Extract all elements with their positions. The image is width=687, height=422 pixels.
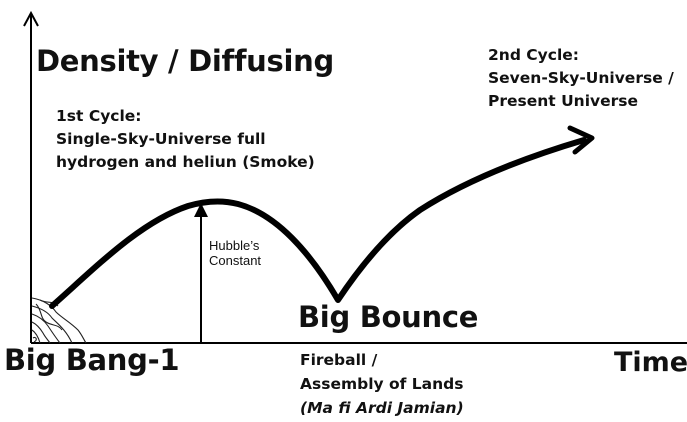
curve-arrowhead xyxy=(567,125,595,155)
second-cycle-line2: Present Universe xyxy=(488,92,639,110)
y-axis-arrowhead xyxy=(23,10,39,27)
hubble-constant-label: Hubble’s Constant xyxy=(209,238,261,268)
fireball-line1: Fireball / xyxy=(300,351,378,369)
second-cycle-annotation: 2nd Cycle: Seven-Sky-Universe / Present … xyxy=(488,44,674,113)
big-bang-scribble xyxy=(31,297,87,344)
y-axis-label: Density / Diffusing xyxy=(36,44,334,78)
hubble-line1: Hubble’s xyxy=(209,238,260,253)
first-cycle-heading: 1st Cycle: xyxy=(56,107,142,125)
second-cycle-heading: 2nd Cycle: xyxy=(488,46,580,64)
fireball-line3: (Ma fi Ardi Jamian) xyxy=(300,399,464,417)
big-bounce-label: Big Bounce xyxy=(298,300,479,334)
cycle-curve xyxy=(49,137,587,309)
hubble-line2: Constant xyxy=(209,253,262,268)
x-axis-label: Time xyxy=(614,347,687,378)
first-cycle-line2: hydrogen and heliun (Smoke) xyxy=(56,153,315,171)
fireball-annotation: Fireball / Assembly of Lands (Ma fi Ardi… xyxy=(300,348,464,420)
first-cycle-annotation: 1st Cycle: Single-Sky-Universe full hydr… xyxy=(56,105,315,174)
fireball-line2: Assembly of Lands xyxy=(300,375,464,393)
big-bang-label: Big Bang-1 xyxy=(4,343,180,377)
hubble-arrowhead xyxy=(194,203,208,217)
first-cycle-line1: Single-Sky-Universe full xyxy=(56,130,266,148)
second-cycle-line1: Seven-Sky-Universe / xyxy=(488,69,674,87)
